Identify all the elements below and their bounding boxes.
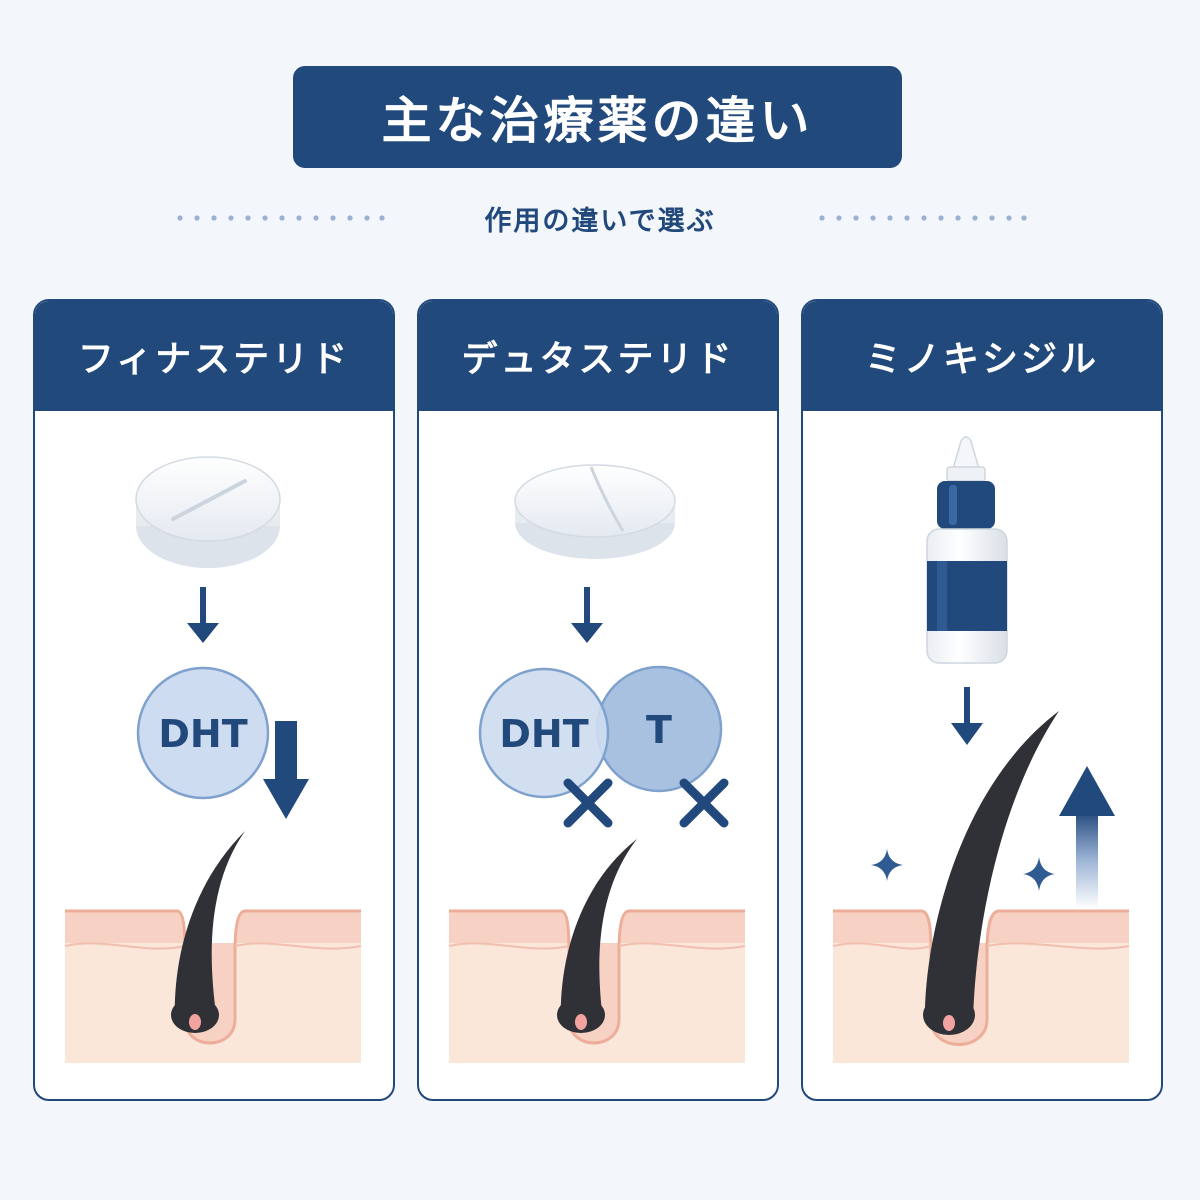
pill-icon [135,456,281,568]
hair-follicle-icon [448,839,746,1063]
down-arrow-icon [187,587,219,643]
card-title: デュタステリド [419,301,777,411]
card-title: ミノキシジル [803,301,1161,411]
up-arrow-icon [1059,766,1115,909]
minoxidil-illustration [832,436,1130,1063]
hair-follicle-icon [832,711,1130,1063]
down-arrow-icon [951,687,983,745]
dht-label: DHT [158,712,247,756]
bold-down-arrow-icon [263,721,309,819]
dht-label: DHT [499,712,588,756]
subtitle-row: 作用の違いで選ぶ [0,192,1200,244]
dotted-divider-left [177,215,385,221]
down-arrow-icon [571,587,603,643]
card-minoxidil: ミノキシジル [801,299,1163,1101]
card-dutasteride: デュタステリド T DHT [417,299,779,1101]
cross-icon [679,778,729,828]
sparkle-icon [1023,857,1055,891]
card-finasteride: フィナステリド DHT [33,299,395,1101]
t-circle: T [595,665,723,793]
dutasteride-illustration: T DHT [448,464,746,1063]
page-subtitle: 作用の違いで選ぶ [484,205,716,237]
sparkle-icon [871,849,903,881]
pill-icon [514,464,676,559]
dht-circle: DHT [478,667,610,799]
dotted-divider-right [819,215,1027,221]
cross-icon [563,778,613,828]
card-title: フィナステリド [35,301,393,411]
dht-circle: DHT [136,666,270,800]
finasteride-illustration: DHT [64,456,362,1063]
page-title: 主な治療薬の違い [293,66,902,168]
t-label: T [646,708,672,752]
hair-follicle-icon [64,831,362,1063]
dropper-bottle-icon [926,436,1008,664]
